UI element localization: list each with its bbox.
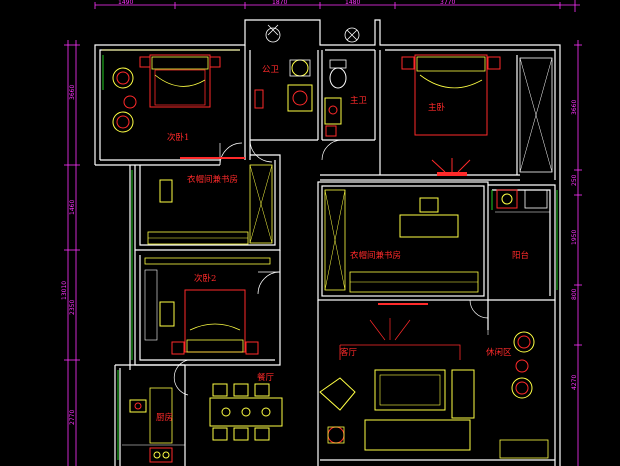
- room-label-master-bathroom: 主卫: [350, 95, 368, 106]
- room-label-public-bathroom: 公卫: [262, 65, 280, 75]
- room-label-master-bedroom: 主卧: [428, 102, 446, 113]
- left-dim-4: 2770: [69, 410, 76, 425]
- balcony-fixtures: [495, 189, 550, 213]
- center-study-furniture: [324, 189, 479, 305]
- right-dim-5: 4270: [571, 375, 578, 390]
- living-room-furniture: [319, 318, 475, 451]
- top-dim-4: 3770: [440, 0, 455, 6]
- master-bedroom-furniture: [401, 54, 553, 176]
- room-label-secondary-bedroom-2: 次卧2: [194, 273, 216, 284]
- room-label-dining-room: 餐厅: [257, 373, 275, 383]
- right-dim-2: 250: [571, 174, 578, 186]
- right-dim-1: 3660: [571, 100, 578, 115]
- bedroom2-furniture: [144, 269, 259, 355]
- room-label-leisure-area: 休闲区: [486, 347, 512, 358]
- room-label-living-room: 客厅: [340, 347, 358, 358]
- room-label-kitchen: 厨房: [156, 412, 173, 423]
- left-dim-1: 3660: [69, 85, 76, 100]
- bedroom1-furniture: [102, 49, 240, 133]
- room-label-secondary-bedroom-1: 次卧1: [167, 132, 189, 143]
- walls: [94, 19, 561, 466]
- room-label-balcony: 阳台: [512, 250, 529, 261]
- dimension-lines: [64, 0, 582, 466]
- right-dim-4: 800: [571, 288, 578, 300]
- master-bathroom-fixtures: [324, 27, 360, 137]
- dining-furniture: [209, 383, 283, 441]
- left-closet-furniture: [144, 157, 273, 265]
- left-dim-total: 13010: [61, 281, 68, 300]
- room-label-closet-study-center: 衣帽间兼书房: [350, 250, 401, 261]
- leisure-area-furniture: [487, 300, 549, 459]
- left-dim-3: 2350: [69, 300, 76, 315]
- door-swings: [173, 139, 489, 396]
- left-dim-2: 1460: [69, 200, 76, 215]
- room-label-closet-study-left: 衣帽间兼书房: [187, 174, 238, 185]
- right-dim-3: 1950: [571, 230, 578, 245]
- window-lines: [102, 55, 558, 460]
- top-dim-2: 1870: [272, 0, 287, 6]
- top-dim-3: 1480: [345, 0, 360, 6]
- public-bathroom-fixtures: [254, 24, 313, 112]
- kitchen-fixtures: [122, 387, 185, 463]
- dimension-labels: 1490 1870 1480 3770 3660 1460 2350 2770 …: [61, 0, 578, 425]
- top-dim-1: 1490: [118, 0, 133, 6]
